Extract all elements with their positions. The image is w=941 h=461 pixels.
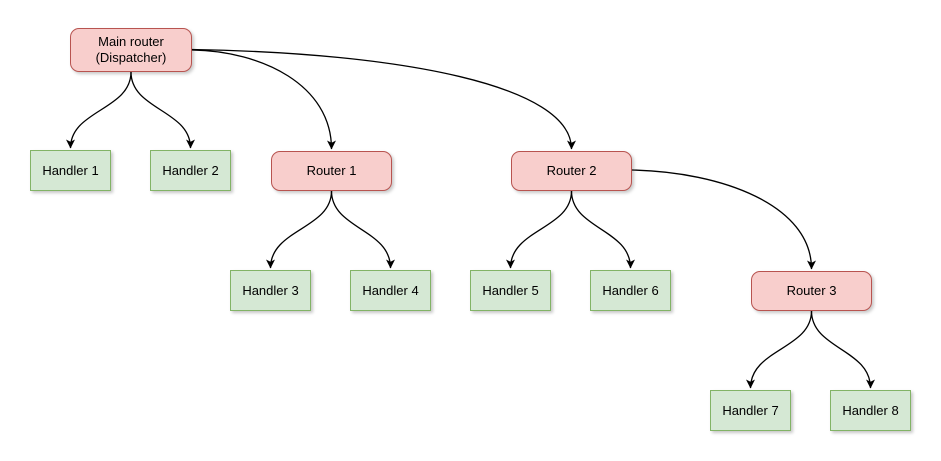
node-handler-7-label: Handler 7 — [722, 402, 779, 418]
edge-main-to-handler-2 — [130, 71, 195, 149]
edge-router-2-to-handler-6 — [570, 190, 635, 269]
edge-router-1-to-handler-3 — [266, 190, 333, 269]
edge-router-3-to-handler-8 — [810, 310, 875, 389]
node-main-router-label: Main router (Dispatcher) — [95, 34, 167, 65]
edge-main-to-handler-1 — [66, 71, 132, 149]
node-handler-6: Handler 6 — [590, 270, 671, 311]
edge-main-to-router-2 — [191, 48, 576, 150]
edge-main-to-router-1 — [191, 49, 336, 150]
node-router-3-label: Router 3 — [786, 283, 837, 298]
node-handler-8-label: Handler 8 — [842, 402, 899, 418]
node-handler-1-label: Handler 1 — [42, 162, 99, 178]
node-router-1: Router 1 — [271, 151, 392, 191]
node-handler-4-label: Handler 4 — [362, 282, 419, 298]
node-router-2-label: Router 2 — [546, 163, 597, 178]
node-handler-3-label: Handler 3 — [242, 282, 299, 298]
node-handler-6-label: Handler 6 — [602, 282, 659, 298]
node-handler-8: Handler 8 — [830, 390, 911, 431]
edge-router-3-to-handler-7 — [746, 310, 813, 389]
edge-router-2-to-router-3 — [631, 169, 816, 270]
node-router-1-label: Router 1 — [306, 163, 357, 178]
node-handler-4: Handler 4 — [350, 270, 431, 311]
node-handler-3: Handler 3 — [230, 270, 311, 311]
node-handler-1: Handler 1 — [30, 150, 111, 191]
node-router-2: Router 2 — [511, 151, 632, 191]
node-handler-5: Handler 5 — [470, 270, 551, 311]
node-router-3: Router 3 — [751, 271, 872, 311]
edge-router-2-to-handler-5 — [506, 190, 573, 269]
node-main-router: Main router (Dispatcher) — [70, 28, 192, 72]
node-handler-5-label: Handler 5 — [482, 282, 539, 298]
node-handler-7: Handler 7 — [710, 390, 791, 431]
edge-router-1-to-handler-4 — [330, 190, 395, 269]
node-handler-2-label: Handler 2 — [162, 162, 219, 178]
node-handler-2: Handler 2 — [150, 150, 231, 191]
